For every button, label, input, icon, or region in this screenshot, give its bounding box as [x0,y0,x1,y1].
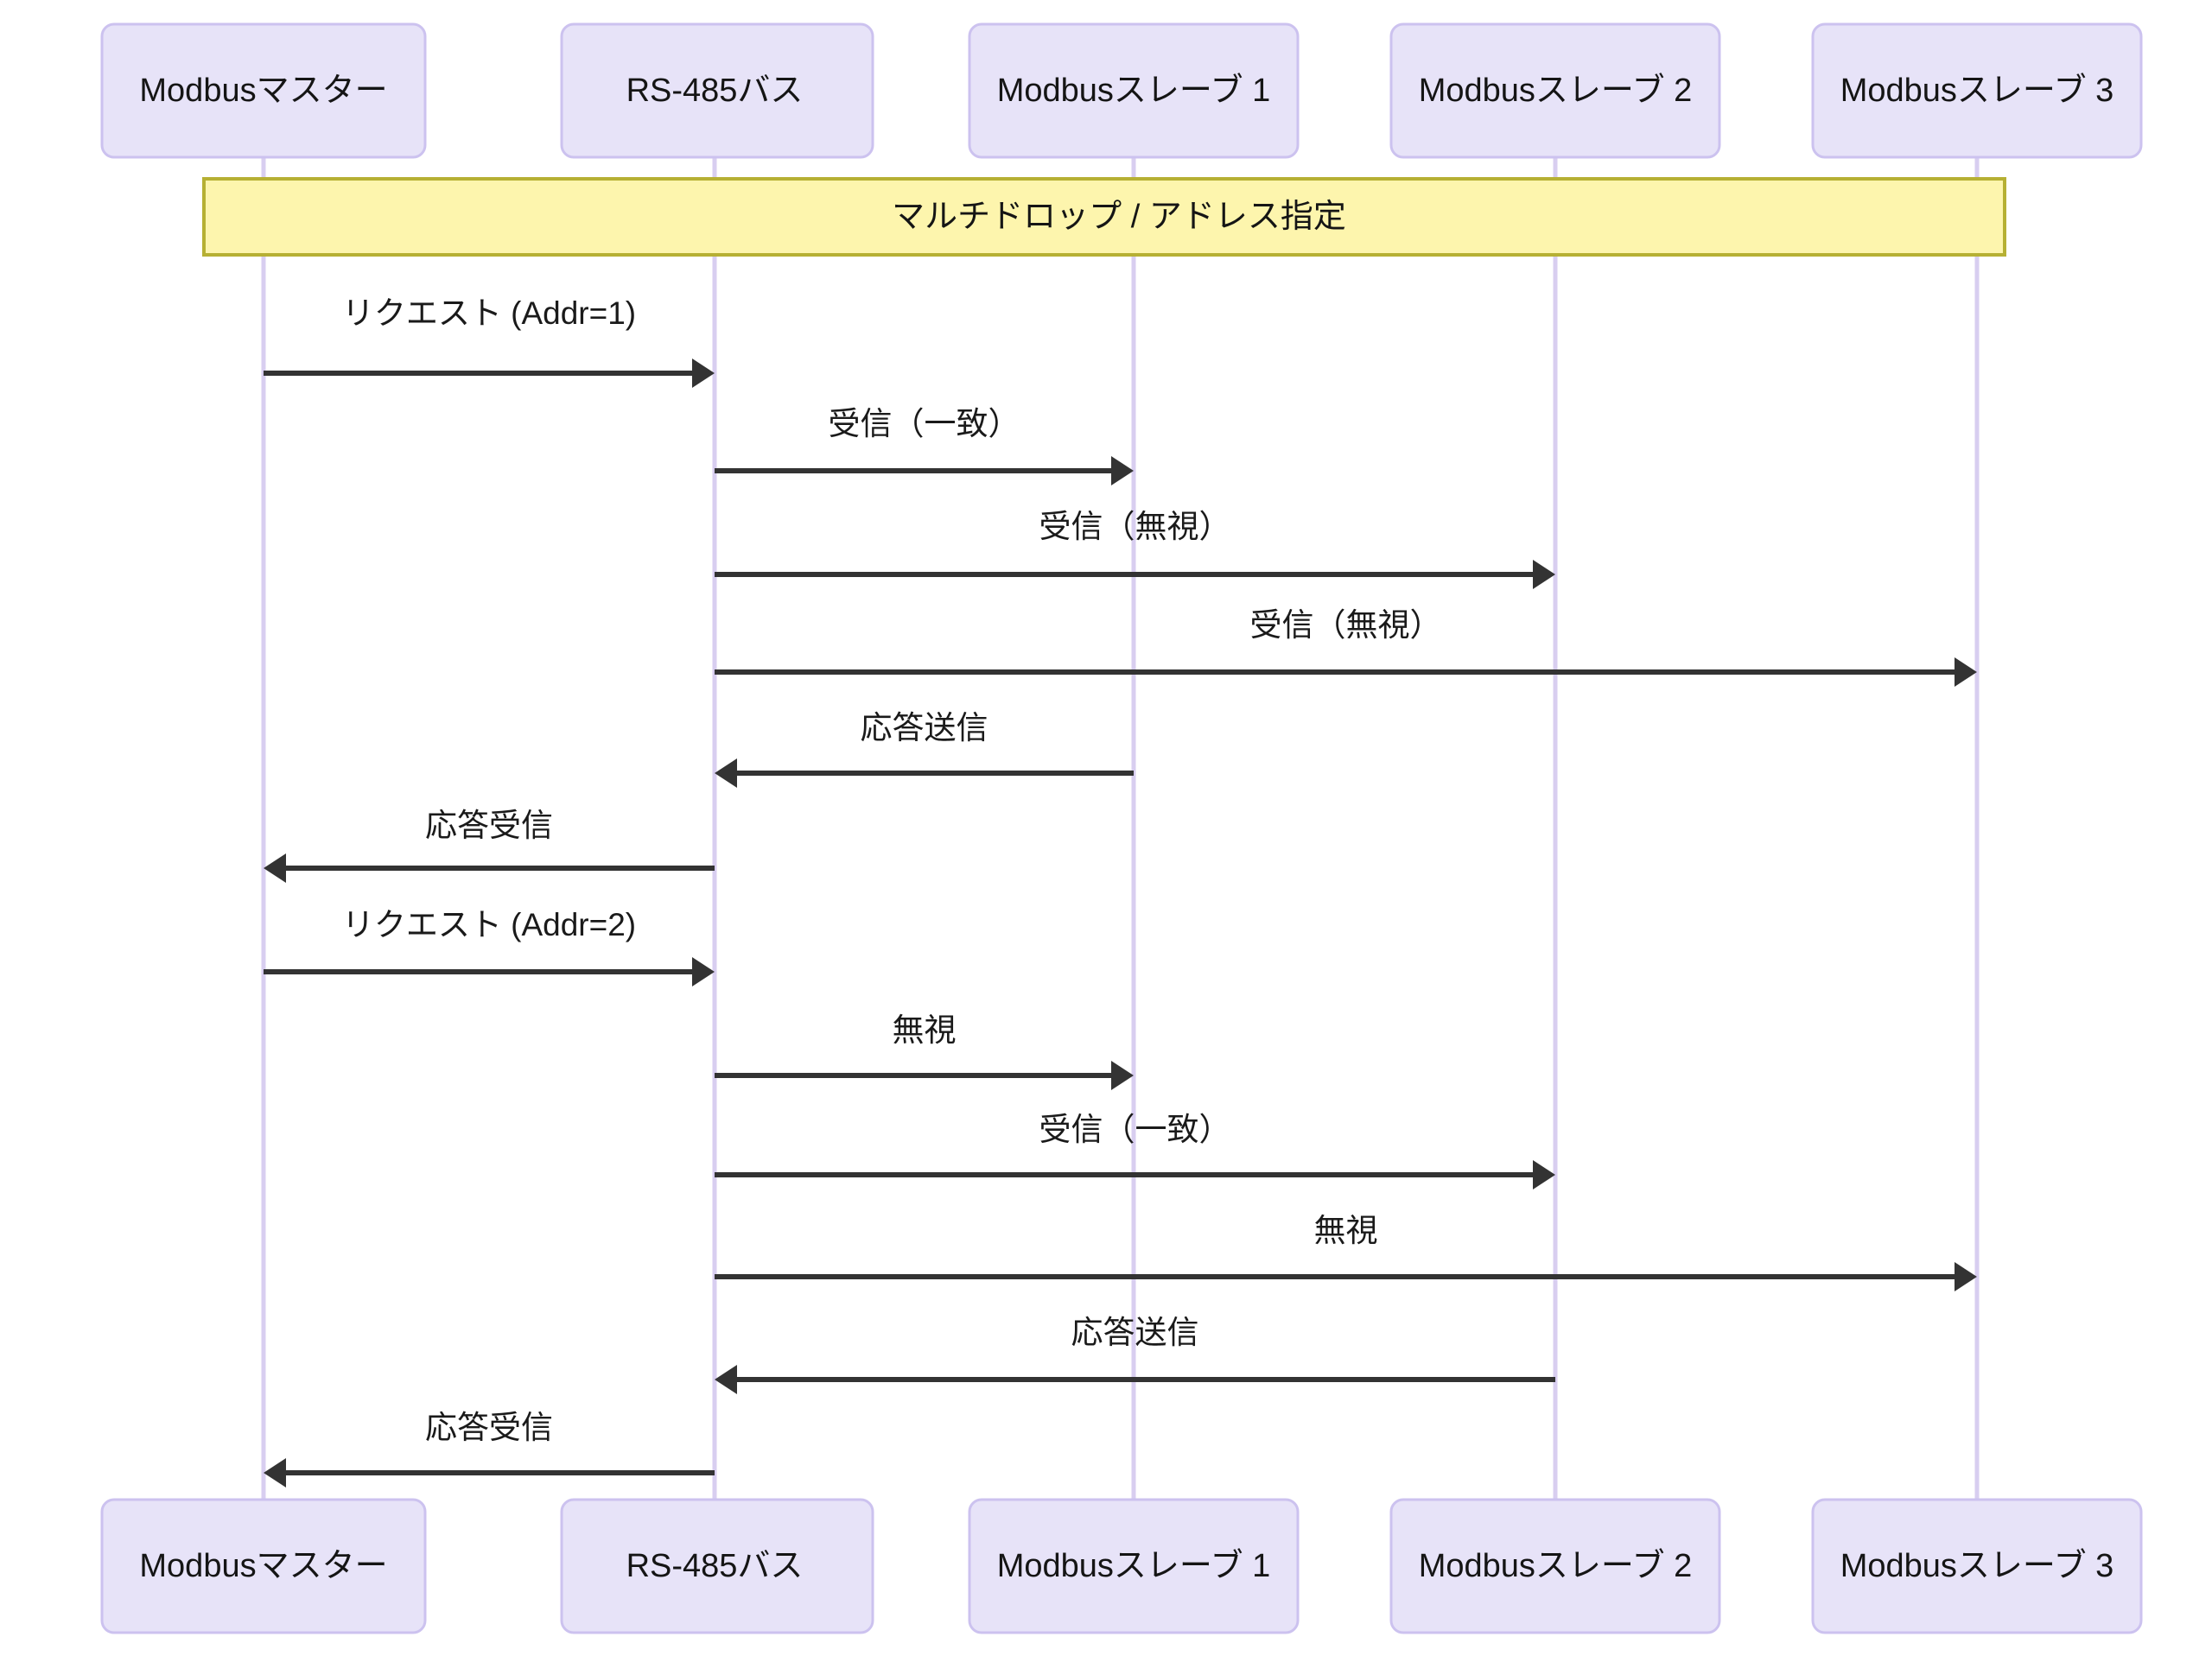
message-arrowhead-3 [1533,560,1555,589]
actor-box-bus[interactable] [560,1498,874,1634]
actor-boxes-top: Modbusマスター RS-485バス Modbusスレーブ 1 Modbusスレーブ… [100,22,2143,159]
message-8: 無視 [715,1012,1134,1090]
message-label-5: 応答送信 [861,710,988,745]
actor-label-bus: RS-485バス [626,73,804,109]
message-label-10: 無視 [1314,1213,1378,1248]
actor-box-master[interactable] [100,1498,427,1634]
message-arrowhead-5 [715,758,737,788]
actor-slave2-bottom[interactable]: Modbusスレーブ 2 [1389,1498,1721,1634]
actor-slave3-top[interactable]: Modbusスレーブ 3 [1811,22,2143,159]
message-arrowhead-1 [692,358,715,388]
actor-box-slave1[interactable] [968,1498,1300,1634]
message-label-3: 受信（無視） [1039,509,1231,544]
actor-master-top[interactable]: Modbusマスター [100,22,427,159]
message-arrowhead-6 [264,853,286,883]
message-label-7: リクエスト (Addr=2) [342,907,636,942]
message-arrowhead-9 [1533,1160,1555,1189]
actor-box-slave3[interactable] [1811,22,2143,159]
message-5: 応答送信 [715,710,1134,788]
message-label-11: 応答送信 [1071,1315,1199,1350]
message-4: 受信（無視） [715,607,1977,687]
actor-slave2-top[interactable]: Modbusスレーブ 2 [1389,22,1721,159]
actor-label-slave2: Modbusスレーブ 2 [1419,1548,1693,1584]
message-11: 応答送信 [715,1315,1555,1394]
message-label-4: 受信（無視） [1250,607,1442,643]
actor-label-slave1: Modbusスレーブ 1 [997,73,1271,109]
message-arrowhead-7 [692,957,715,986]
message-arrowhead-12 [264,1458,286,1488]
actor-label-slave2: Modbusスレーブ 2 [1419,73,1693,109]
note-layer: マルチドロップ / アドレス指定 [202,177,2006,257]
actor-master-bottom[interactable]: Modbusマスター [100,1498,427,1634]
message-label-2: 受信（一致） [829,406,1020,441]
note-label: マルチドロップ / アドレス指定 [892,199,1346,235]
actor-slave3-bottom[interactable]: Modbusスレーブ 3 [1811,1498,2143,1634]
actor-slave1-top[interactable]: Modbusスレーブ 1 [968,22,1300,159]
message-label-12: 応答受信 [425,1410,553,1445]
actor-label-master: Modbusマスター [139,73,387,109]
actor-label-slave3: Modbusスレーブ 3 [1840,73,2114,109]
message-6: 応答受信 [264,808,715,883]
message-label-8: 無視 [893,1012,957,1048]
actor-box-master[interactable] [100,22,427,159]
actor-label-bus: RS-485バス [626,1548,804,1584]
message-3: 受信（無視） [715,509,1555,589]
actor-label-master: Modbusマスター [139,1548,387,1584]
message-arrowhead-4 [1955,657,1977,687]
message-9: 受信（一致） [715,1112,1555,1189]
message-7: リクエスト (Addr=2) [264,907,715,986]
actor-boxes-bottom: Modbusマスター RS-485バス Modbusスレーブ 1 Modbusスレーブ… [100,1498,2143,1634]
actor-box-slave2[interactable] [1389,22,1721,159]
message-arrowhead-8 [1111,1061,1134,1090]
actor-box-slave3[interactable] [1811,1498,2143,1634]
message-2: 受信（一致） [715,406,1134,485]
messages-layer: リクエスト (Addr=1)受信（一致）受信（無視）受信（無視）応答送信応答受信… [264,295,1977,1488]
message-arrowhead-11 [715,1365,737,1394]
actor-box-slave1[interactable] [968,22,1300,159]
actor-slave1-bottom[interactable]: Modbusスレーブ 1 [968,1498,1300,1634]
message-arrowhead-2 [1111,456,1134,485]
actor-bus-top[interactable]: RS-485バス [560,22,874,159]
message-label-1: リクエスト (Addr=1) [342,295,636,331]
message-label-6: 応答受信 [425,808,553,843]
message-12: 応答受信 [264,1410,715,1488]
actor-label-slave3: Modbusスレーブ 3 [1840,1548,2114,1584]
actor-label-slave1: Modbusスレーブ 1 [997,1548,1271,1584]
actor-box-slave2[interactable] [1389,1498,1721,1634]
message-1: リクエスト (Addr=1) [264,295,715,388]
actor-bus-bottom[interactable]: RS-485バス [560,1498,874,1634]
message-arrowhead-10 [1955,1262,1977,1291]
message-10: 無視 [715,1213,1977,1291]
note-box [202,177,2006,257]
actor-box-bus[interactable] [560,22,874,159]
message-label-9: 受信（一致） [1039,1112,1231,1147]
